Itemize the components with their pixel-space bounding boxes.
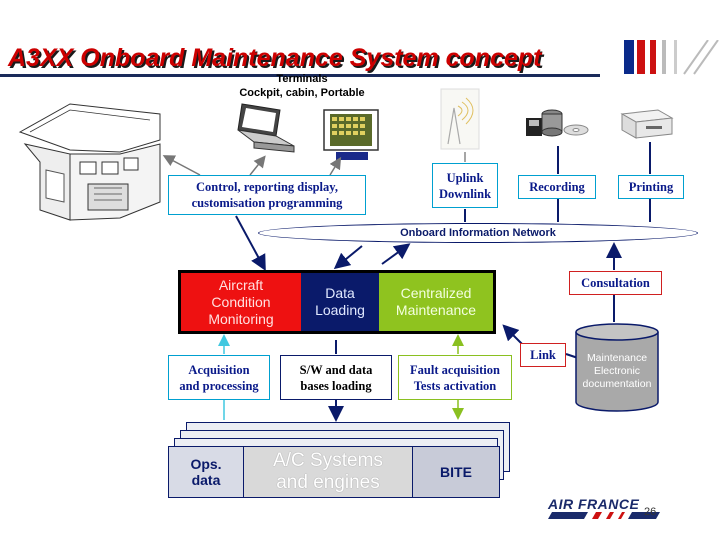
terminals-subtitle: Cockpit, cabin, Portable [239,87,365,99]
acm-line2: Condition [211,293,271,310]
link-box: Link [520,343,566,367]
uplink-label: Uplink [446,170,484,185]
air-france-logo: AIR FRANCE [548,496,640,512]
control-line1: Control, reporting display, [196,180,338,194]
systems-line1: A/C Systems [273,450,383,471]
acm-line1: Aircraft [218,276,264,293]
bite-cell: BITE [412,447,499,497]
recording-disk-icon [526,109,589,137]
documentation-database-icon [575,323,659,412]
tablet-terminal-icon [323,109,379,160]
acquisition-box: Acquisition and processing [168,355,270,400]
uplink-downlink-box: Uplink Downlink [432,163,498,208]
consultation-box: Consultation [569,271,662,295]
systems-line2: and engines [276,472,380,493]
data-loading: Data Loading [301,273,379,331]
sw-line1: S/W and data [299,362,373,377]
documentation-label: Maintenance Electronic documentation [576,352,658,391]
control-line2: customisation programming [191,196,343,210]
control-reporting-box: Control, reporting display, customisatio… [168,175,366,215]
downlink-label: Downlink [438,186,492,201]
fault-line2: Tests activation [413,378,497,393]
ac-systems-front: Ops. data A/C Systems and engines BITE [168,446,500,498]
ops-line2: data [191,472,221,488]
antenna-icon [440,88,480,150]
cm-line1: Centralized [400,285,472,301]
doc-line2: Electronic [593,365,641,377]
cm-line2: Maintenance [395,302,477,318]
doc-line1: Maintenance [586,352,648,364]
ac-systems-engines-cell: A/C Systems and engines [244,447,412,497]
cockpit-illustration-icon [18,103,161,221]
aircraft-condition-monitoring: Aircraft Condition Monitoring [181,273,301,331]
page-title: A3XX Onboard Maintenance System concept [8,44,542,72]
sw-loading-box: S/W and data bases loading [280,355,392,400]
ops-line1: Ops. [190,456,222,472]
logo-stripes-icon [548,512,660,519]
printing-box: Printing [618,175,684,199]
laptop-icon [237,103,295,153]
dl-line2: Loading [315,302,365,318]
centralized-maintenance: Centralized Maintenance [379,273,493,331]
acquisition-line2: and processing [179,378,259,393]
acquisition-line1: Acquisition [188,362,250,377]
onboard-information-network: Onboard Information Network [258,223,698,243]
terminals-title: Terminals [276,73,328,85]
sw-line2: bases loading [300,378,372,393]
dl-line1: Data [325,285,355,301]
ops-data-cell: Ops. data [169,447,244,497]
title-underline [0,74,600,77]
acm-line3: Monitoring [208,310,274,327]
central-functions-bar: Aircraft Condition Monitoring Data Loadi… [178,270,496,334]
printer-icon [620,109,674,139]
terminals-label: Terminals Cockpit, cabin, Portable [222,72,382,100]
page-number: 26 [644,506,657,518]
fault-acquisition-box: Fault acquisition Tests activation [398,355,512,400]
fault-line1: Fault acquisition [410,362,500,377]
doc-line3: documentation [582,378,652,390]
french-flag-stripes-icon [624,40,719,75]
recording-box: Recording [518,175,596,199]
